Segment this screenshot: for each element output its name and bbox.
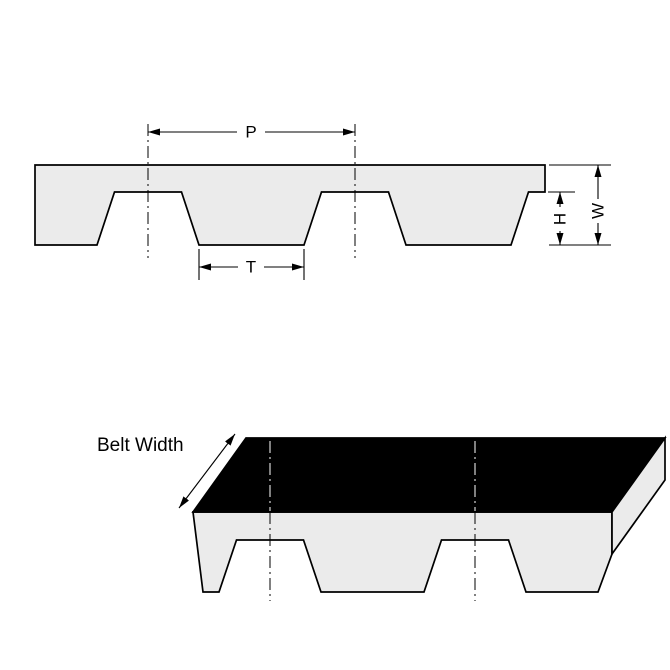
belt-front-profile <box>192 511 613 593</box>
belt-thickness-label: W <box>589 203 608 219</box>
belt-end-face <box>611 435 666 557</box>
label-background <box>590 199 606 223</box>
tooth-width-label: T <box>246 258 256 277</box>
pitch-dimension: P <box>148 121 355 142</box>
tooth-width-dimension: T <box>198 249 305 280</box>
label-background <box>238 256 264 277</box>
belt-cross-section-profile <box>34 164 546 246</box>
tooth-height-dimension: H <box>551 192 570 245</box>
belt-thickness-dimension: W <box>589 165 608 245</box>
pitch-label: P <box>245 123 256 142</box>
cross-section-diagram: P T H W <box>34 121 611 280</box>
tooth-height-label: H <box>551 213 570 225</box>
belt-width-arrow <box>178 433 236 509</box>
belt-top-face <box>191 437 667 513</box>
label-background <box>237 121 265 142</box>
isometric-diagram: Belt Width <box>97 433 667 601</box>
label-background <box>552 207 568 231</box>
belt-width-label: Belt Width <box>97 435 184 456</box>
